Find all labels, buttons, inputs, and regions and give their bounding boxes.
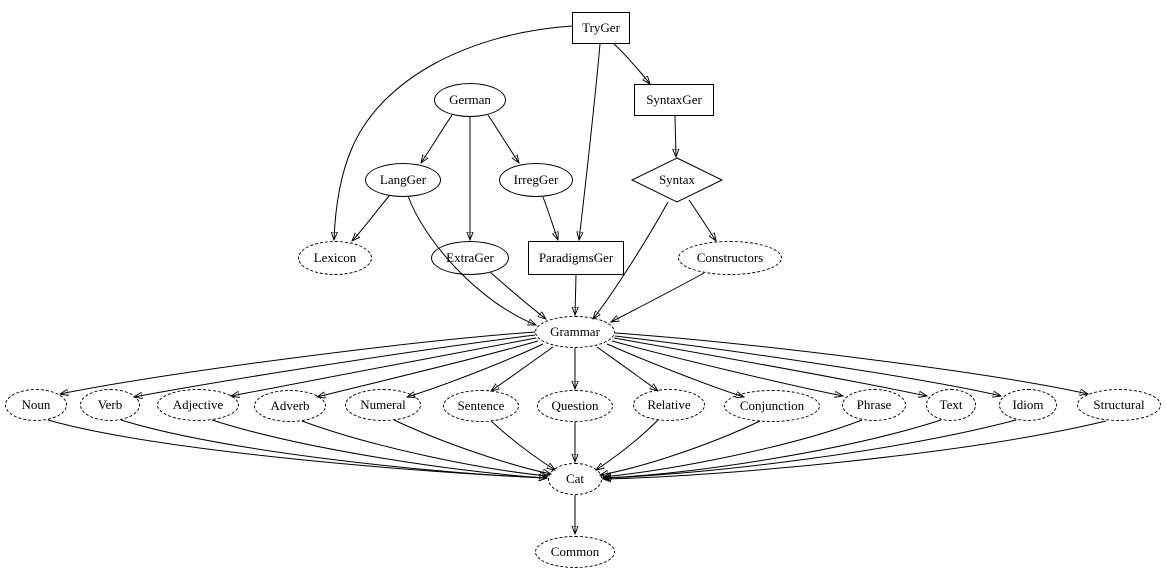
node-cat: Cat: [548, 463, 602, 495]
node-phrase: Phrase: [842, 389, 906, 421]
edge-grammar-numeral: [407, 343, 544, 397]
node-constructors: Constructors: [678, 241, 782, 275]
edge-grammar-idiom: [614, 335, 1001, 396]
edge-verb-cat: [120, 419, 547, 478]
node-extrager: ExtraGer: [431, 241, 509, 275]
edge-german-langger: [421, 114, 453, 163]
edge-tryger-lexicon: [334, 25, 573, 240]
node-noun: Noun: [5, 389, 67, 421]
edge-grammar-relative: [596, 346, 658, 391]
node-question: Question: [537, 390, 613, 422]
node-adverb: Adverb: [254, 390, 326, 422]
edge-syntaxger-syntax: [675, 115, 676, 157]
edge-idiom-cat: [603, 419, 1017, 478]
node-tryger: TryGer: [572, 12, 630, 44]
edge-grammar-adjective: [231, 337, 537, 396]
edge-langger-lexicon: [352, 195, 390, 241]
edge-structural-cat: [603, 420, 1107, 479]
edge-sentence-cat: [490, 420, 555, 470]
node-paradigmsger: ParadigmsGer: [528, 241, 624, 275]
edge-phrase-cat: [603, 419, 863, 477]
edge-adjective-cat: [211, 419, 547, 478]
node-german: German: [434, 83, 506, 117]
edge-relative-cat: [596, 419, 659, 470]
edge-grammar-adverb: [317, 340, 539, 397]
node-irregger: IrregGer: [499, 163, 573, 197]
edge-adverb-cat: [301, 420, 548, 476]
node-syntax: Syntax: [658, 172, 696, 187]
node-lexicon: Lexicon: [298, 241, 372, 275]
node-relative: Relative: [633, 389, 705, 421]
node-conjunction: Conjunction: [724, 390, 820, 422]
edge-tryger-syntaxger: [613, 43, 650, 84]
node-numeral: Numeral: [345, 389, 421, 421]
edge-grammar-sentence: [491, 346, 554, 391]
edge-grammar-structural: [614, 332, 1088, 394]
edge-constructors-grammar: [611, 272, 705, 322]
edge-grammar-text: [613, 337, 927, 396]
node-langger: LangGer: [365, 163, 441, 197]
edge-grammar-verb: [134, 334, 536, 397]
node-common: Common: [535, 536, 615, 568]
edge-grammar-phrase: [611, 340, 843, 396]
node-structural: Structural: [1077, 389, 1161, 421]
edge-grammar-conjunction: [606, 343, 744, 397]
edge-extrager-grammar: [489, 271, 546, 319]
edge-irregger-paradigmsger: [542, 196, 558, 240]
node-syntaxger: SyntaxGer: [634, 84, 714, 116]
edge-conjunction-cat: [600, 420, 761, 475]
edge-numeral-cat: [393, 419, 551, 474]
edge-noun-cat: [47, 419, 547, 478]
edge-tryger-paradigmsger: [579, 43, 601, 240]
edge-grammar-noun: [60, 331, 536, 394]
node-verb: Verb: [80, 389, 140, 421]
edge-german-irregger: [487, 114, 519, 163]
node-grammar: Grammar: [535, 316, 615, 348]
syntax-diamond-shape: [630, 157, 724, 203]
edge-syntax-grammar: [593, 201, 669, 319]
node-adjective: Adjective: [157, 389, 239, 421]
edge-paradigmsger-grammar: [575, 274, 576, 315]
node-sentence: Sentence: [443, 390, 519, 422]
edge-text-cat: [603, 419, 942, 478]
edge-syntax-constructors: [688, 199, 716, 241]
node-idiom: Idiom: [999, 389, 1057, 421]
node-text: Text: [926, 389, 976, 421]
